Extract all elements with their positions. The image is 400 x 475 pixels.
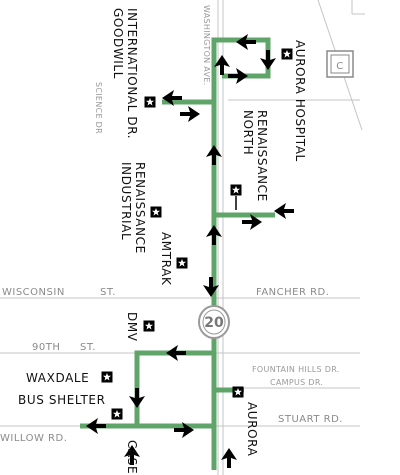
direction-arrow-icon (129, 388, 145, 408)
stop-star-icon (176, 257, 188, 269)
highway-shield-icon: 20 (198, 305, 230, 339)
direction-arrow-icon (86, 418, 106, 434)
street-label-fountain-hills: FOUNTAIN HILLS DR. (252, 365, 340, 374)
stop-label-renaissance-north-1: RENAISSANCE (255, 110, 269, 202)
stop-star-icon (144, 96, 156, 108)
stop-label-dmv: DMV (125, 312, 139, 342)
stop-label-goodwill: GOODWILL (111, 8, 125, 79)
street-label-90th-st: ST. (80, 342, 96, 353)
stop-label-aurora: AURORA (245, 402, 259, 457)
stop-label-international: INTERNATIONAL DR. (125, 8, 139, 139)
stop-star-icon (143, 320, 155, 332)
svg-text:20: 20 (204, 315, 224, 331)
street-label-90th: 90TH (32, 342, 60, 353)
street-label-fancher: FANCHER RD. (256, 287, 329, 298)
street-label-stuart: STUART RD. (278, 414, 343, 425)
direction-arrow-icon (206, 225, 222, 245)
direction-arrow-icon (166, 345, 186, 361)
stop-label-bus-shelter: BUS SHELTER (18, 393, 106, 407)
direction-arrow-icon (236, 34, 256, 50)
direction-arrow-icon (180, 106, 200, 122)
stop-star-icon (111, 408, 123, 420)
stop-label-waxdale: WAXDALE (26, 371, 89, 385)
stop-label-renaissance-industrial-1: RENAISSANCE (133, 162, 147, 254)
stop-label-case: CASE (125, 440, 139, 474)
stop-label-amtrak: AMTRAK (159, 232, 173, 286)
stop-star-icon (230, 184, 242, 196)
direction-arrow-icon (203, 277, 219, 297)
svg-text:C: C (336, 61, 343, 72)
stop-star-icon (232, 386, 244, 398)
stop-label-aurora-hospital: AURORA HOSPITAL (293, 40, 307, 162)
direction-arrow-icon (274, 203, 294, 219)
stop-markers (101, 48, 293, 420)
direction-arrow-icon (228, 68, 248, 84)
stop-star-icon (101, 371, 113, 383)
stop-label-renaissance-industrial-2: INDUSTRIAL (119, 162, 133, 240)
stop-star-icon (150, 206, 162, 218)
stop-label-renaissance-north-2: NORTH (241, 110, 255, 155)
street-label-willow: WILLOW RD. (0, 433, 67, 444)
direction-arrow-icon (260, 50, 276, 70)
direction-arrows (86, 34, 294, 468)
street-label-science: SCIENCE DR (94, 82, 103, 134)
street-label-campus: CAMPUS DR. (270, 378, 323, 387)
direction-arrow-icon (206, 145, 222, 165)
street-label-wisconsin: WISCONSIN (2, 287, 65, 298)
stop-star-icon (281, 48, 293, 60)
c-box-marker: C (326, 50, 354, 78)
street-label-wisconsin-st: ST. (100, 287, 116, 298)
street-label-washington: WASHINGTON AVE. (202, 5, 211, 86)
